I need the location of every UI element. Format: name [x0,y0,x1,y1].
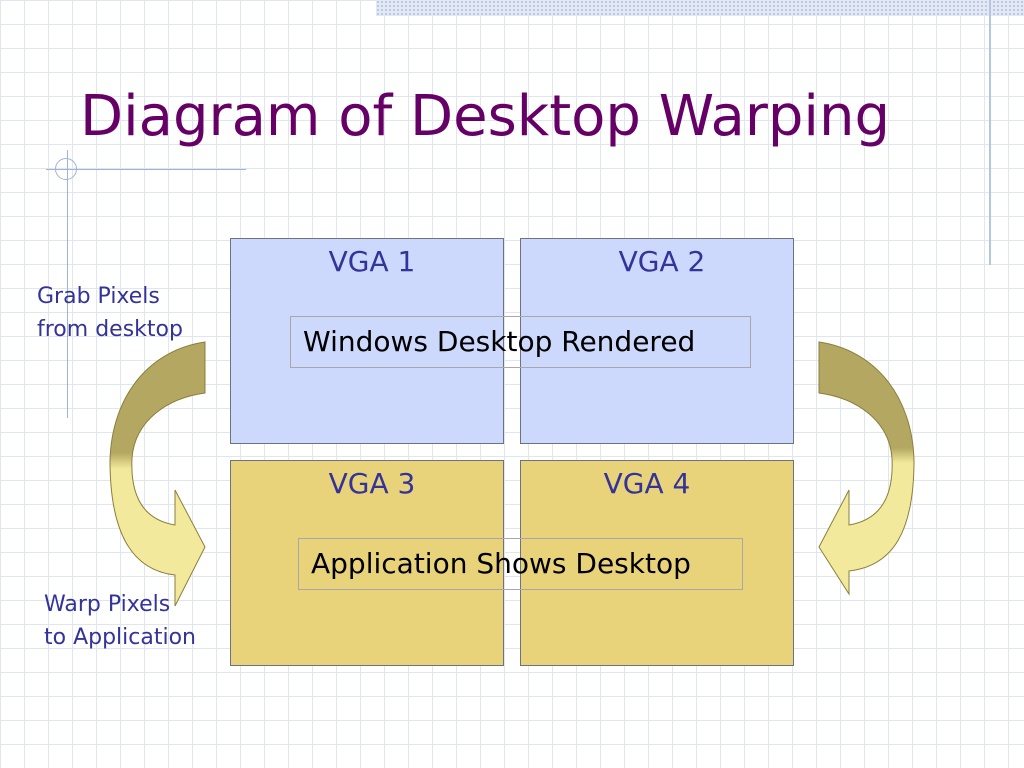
vga-3-box: VGA 3 [230,460,504,666]
vga-2-box: VGA 2 [520,238,794,444]
decorative-vertical-line [989,0,991,265]
vga-4-box: VGA 4 [520,460,794,666]
vga-1-box: VGA 1 [230,238,504,444]
header-band [376,0,1024,16]
decorative-left-line [67,150,68,418]
slide-title: Diagram of Desktop Warping [80,84,891,149]
decorative-horizontal-line [46,169,246,170]
vga-4-label: VGA 4 [603,467,691,500]
grab-pixels-line-1: Grab Pixels [37,284,160,309]
warp-pixels-line-1: Warp Pixels [44,592,171,617]
grab-pixels-label: Grab Pixels from desktop [37,280,183,346]
decorative-circle-icon [55,158,77,180]
warp-pixels-line-2: to Application [44,625,197,650]
left-curved-arrow-icon [109,341,206,607]
grab-pixels-line-2: from desktop [37,317,183,342]
application-shows-desktop-box: Application Shows Desktop [298,538,743,590]
vga-1-label: VGA 1 [328,245,416,278]
vga-3-label: VGA 3 [328,467,416,500]
vga-2-label: VGA 2 [618,245,706,278]
windows-desktop-rendered-box: Windows Desktop Rendered [290,316,751,368]
warp-pixels-label: Warp Pixels to Application [44,588,196,654]
right-curved-arrow-icon [818,341,915,596]
